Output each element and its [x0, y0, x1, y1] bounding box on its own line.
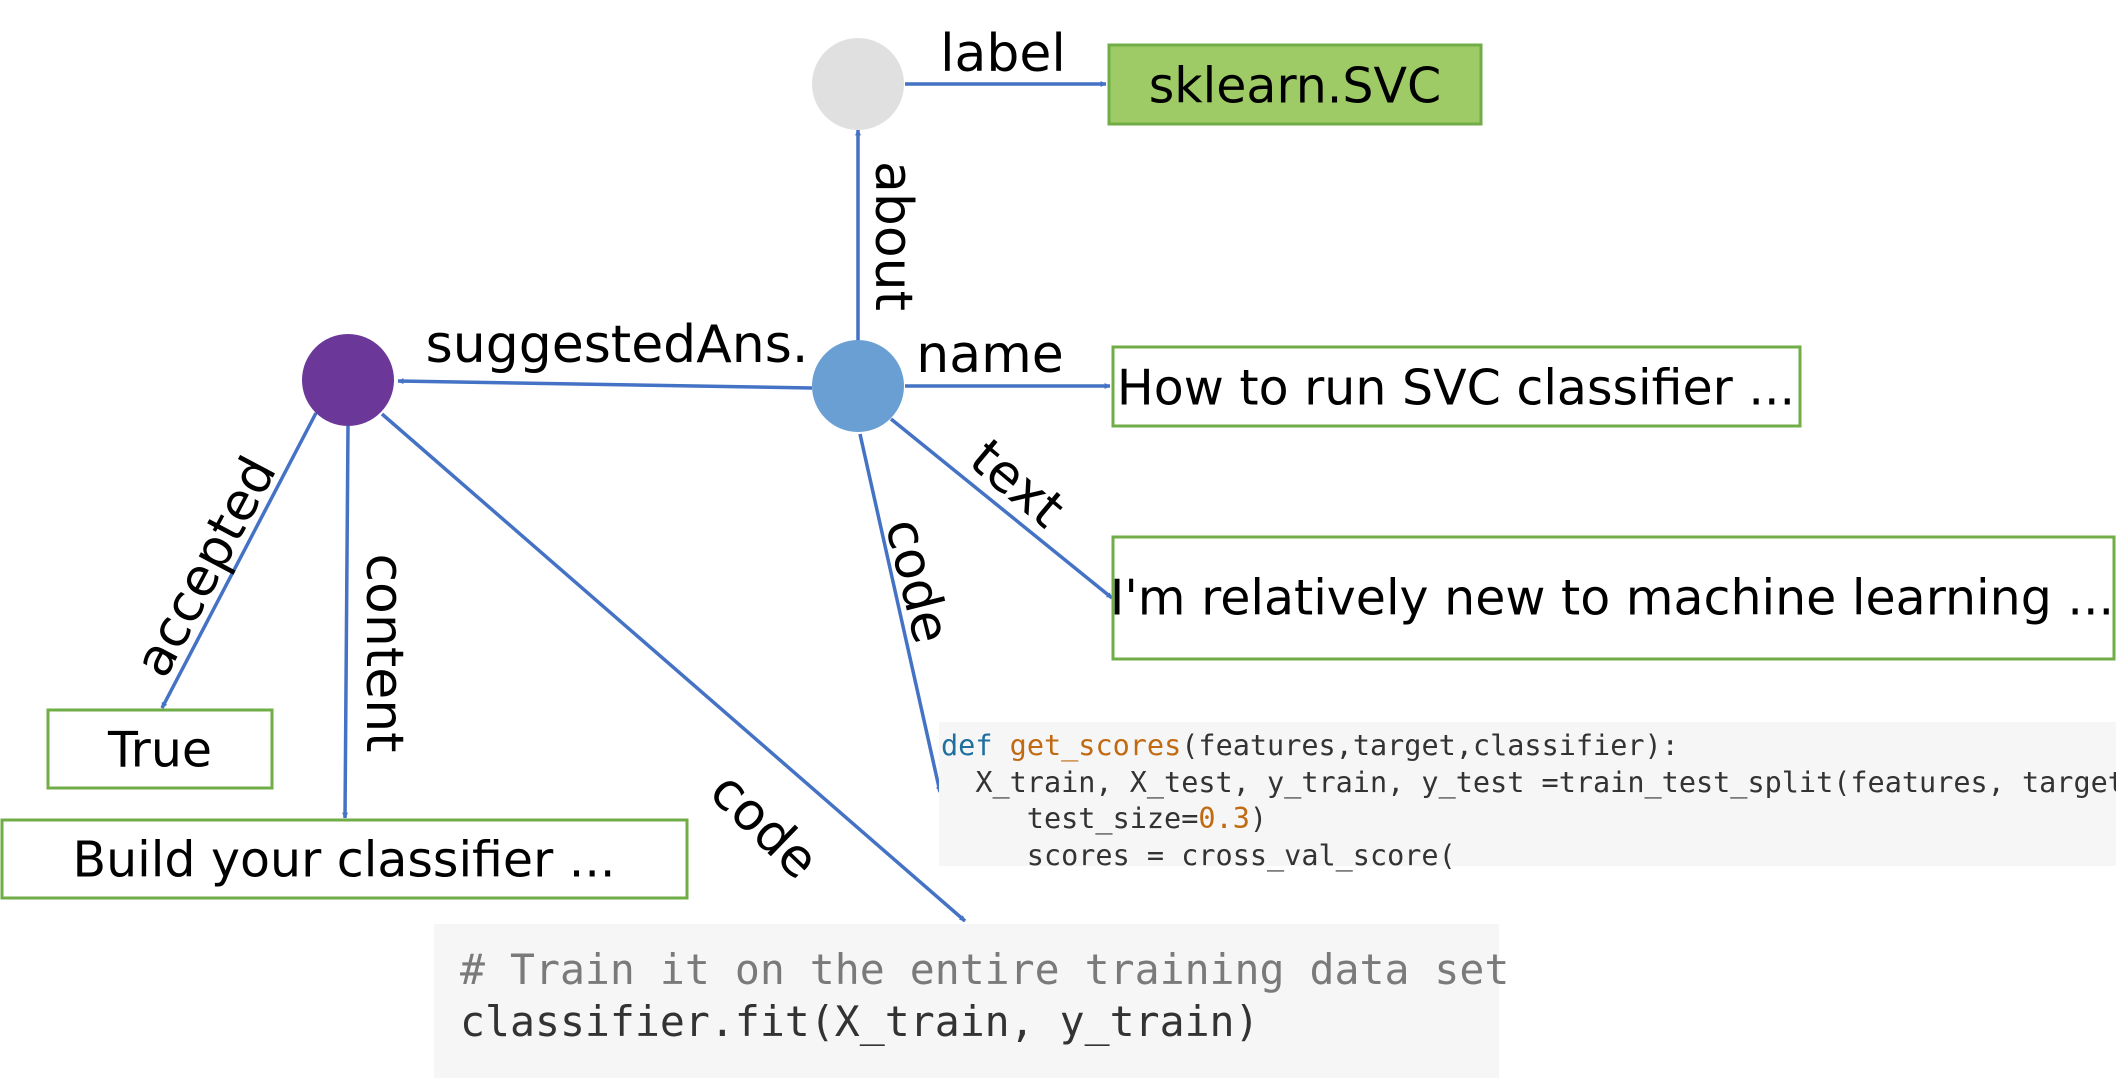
tag-node	[812, 38, 904, 130]
name-box	[1111, 345, 1802, 428]
question-node	[812, 340, 904, 432]
code-line: X_train, X_test, y_train, y_test =train_…	[941, 765, 2116, 799]
code-text: )	[1249, 802, 1268, 835]
code-function-name: get_scores	[1009, 729, 1182, 762]
edge-name-label: name	[916, 325, 1063, 385]
code-line: test_size=0.3)	[941, 801, 2116, 838]
accepted-box	[46, 708, 274, 790]
code-line: def get_scores(features,target,classifie…	[941, 728, 2116, 765]
edge-suggested-line	[397, 378, 813, 390]
edge-accepted-line	[160, 412, 318, 709]
edge-about-label: about	[863, 161, 923, 311]
code-comment: # Train it on the entire training data s…	[460, 945, 1510, 994]
name-box-text: How to run SVC classifier ...	[1117, 360, 1795, 417]
answer-node	[302, 334, 394, 426]
edge-code-answer-line	[380, 412, 967, 923]
edge-content-label: content	[354, 553, 414, 752]
code-number: 0.3	[1198, 802, 1250, 835]
code-line: scores = cross_val_score(	[941, 838, 1456, 872]
code-line: classifier.fit(X_train, y_train)	[460, 997, 1260, 1046]
edge-code-question-label: code	[873, 513, 962, 649]
question-code-snippet: def get_scores(features,target,classifie…	[939, 722, 2116, 872]
code-keyword: def	[941, 729, 993, 762]
content-box-text: Build your classifier ...	[72, 832, 615, 889]
sklearn-box	[1107, 43, 1483, 126]
edge-suggested-label: suggestedAns.	[426, 315, 809, 375]
edge-content-line	[342, 425, 350, 819]
content-box	[0, 818, 689, 900]
sklearn-box-text: sklearn.SVC	[1149, 58, 1441, 115]
edge-accepted-label: accepted	[123, 447, 288, 687]
accepted-box-text: True	[107, 722, 212, 779]
edge-label-label: label	[940, 24, 1066, 84]
edge-text-line	[889, 417, 1114, 600]
answer-code-snippet: # Train it on the entire training data s…	[434, 924, 1510, 1078]
text-box	[1111, 535, 2116, 661]
code-text: test_size=	[941, 802, 1199, 835]
code-text: (features,target,classifier):	[1181, 729, 1679, 762]
edge-code-answer-label: code	[698, 761, 830, 891]
text-box-text: I'm relatively new to machine learning .…	[1110, 570, 2114, 627]
edge-code-question-line	[858, 433, 942, 793]
